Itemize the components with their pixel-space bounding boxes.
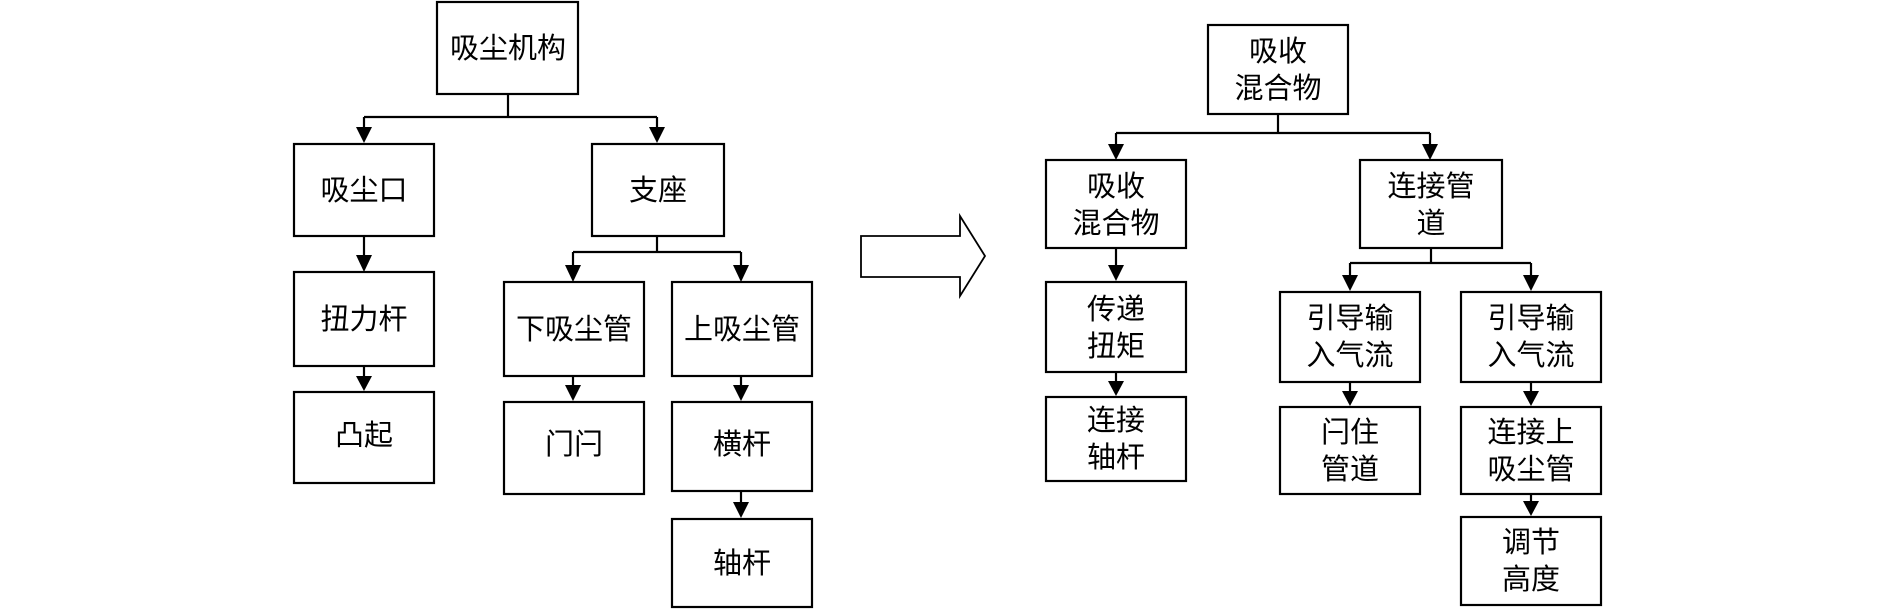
node-torsion-bar: 扭力杆 <box>292 270 436 368</box>
node-label-line2: 混合物 <box>1072 206 1159 240</box>
node-adjust-height: 调节 高度 <box>1459 515 1603 607</box>
node-label-line1: 闩住 <box>1321 415 1379 449</box>
arrowhead <box>733 502 749 518</box>
arrowhead <box>649 127 665 143</box>
node-label: 横杆 <box>713 427 771 461</box>
left-tree-connectors <box>356 94 749 518</box>
node-guide-airflow-1: 引导输 入气流 <box>1278 290 1422 384</box>
node-label-line2: 入气流 <box>1487 338 1574 372</box>
arrowhead <box>356 255 372 272</box>
arrowhead <box>1108 144 1124 160</box>
arrowhead <box>565 385 581 401</box>
node-label: 凸起 <box>335 418 393 452</box>
node-latch: 门闩 <box>502 400 646 496</box>
node-crossbar: 横杆 <box>670 400 814 493</box>
right-tree-nodes: 吸收 混合物 吸收 混合物 传递 扭矩 连接 轴杆 连接管 道 引导输 入气流 <box>1044 23 1603 607</box>
node-support: 支座 <box>590 142 726 238</box>
arrowhead <box>1108 381 1124 396</box>
arrowhead <box>1523 501 1539 516</box>
node-latch-pipe: 闩住 管道 <box>1278 405 1422 496</box>
arrowhead <box>1523 275 1539 291</box>
node-label: 轴杆 <box>713 546 771 580</box>
node-label-line1: 连接上 <box>1487 415 1574 449</box>
arrowhead <box>733 385 749 401</box>
node-upper-pipe: 上吸尘管 <box>670 280 814 378</box>
node-label-line2: 道 <box>1416 206 1445 240</box>
node-connect-upper-pipe: 连接上 吸尘管 <box>1459 405 1603 496</box>
transition-arrow-icon <box>860 212 987 300</box>
node-label-line1: 连接管 <box>1387 169 1474 203</box>
node-label-line1: 调节 <box>1502 525 1560 559</box>
node-protrusion: 凸起 <box>292 390 436 485</box>
node-label: 上吸尘管 <box>684 312 800 346</box>
arrowhead <box>1342 391 1358 406</box>
node-connect-shaft: 连接 轴杆 <box>1044 395 1188 483</box>
node-guide-airflow-2: 引导输 入气流 <box>1459 290 1603 384</box>
node-label-line1: 引导输 <box>1306 301 1393 335</box>
node-label-line1: 引导输 <box>1487 301 1574 335</box>
arrowhead <box>1108 265 1124 281</box>
node-label-line1: 吸收 <box>1087 169 1145 203</box>
node-label-line2: 轴杆 <box>1087 440 1145 474</box>
arrowhead <box>1342 275 1358 291</box>
node-label-line2: 管道 <box>1321 452 1379 486</box>
node-label: 吸尘口 <box>320 173 407 207</box>
node-transfer-torque: 传递 扭矩 <box>1044 280 1188 374</box>
right-tree-connectors <box>1108 114 1539 516</box>
node-label-line2: 混合物 <box>1234 71 1321 105</box>
node-root: 吸尘机构 <box>435 0 580 96</box>
node-suction-port: 吸尘口 <box>292 142 436 238</box>
node-label-line1: 传递 <box>1087 292 1145 326</box>
arrowhead <box>733 265 749 282</box>
left-tree-nodes: 吸尘机构 吸尘口 扭力杆 凸起 支座 下吸尘管 门闩 上吸尘管 <box>292 0 814 609</box>
node-label-line1: 连接 <box>1087 403 1145 437</box>
node-label: 扭力杆 <box>320 302 407 336</box>
node-absorb-mixture: 吸收 混合物 <box>1044 158 1188 250</box>
node-label-line2: 吸尘管 <box>1487 452 1574 486</box>
node-label: 支座 <box>629 173 687 207</box>
node-connect-pipe: 连接管 道 <box>1358 158 1504 250</box>
arrowhead <box>1523 391 1539 406</box>
node-lower-pipe: 下吸尘管 <box>502 280 646 378</box>
node-label-line2: 高度 <box>1502 562 1560 596</box>
arrowhead <box>356 127 372 143</box>
node-shaft: 轴杆 <box>670 517 814 609</box>
arrowhead <box>565 265 581 282</box>
node-label-line1: 吸收 <box>1249 34 1307 68</box>
node-root-absorb-mixture: 吸收 混合物 <box>1206 23 1350 116</box>
node-label-line2: 入气流 <box>1306 338 1393 372</box>
node-label: 门闩 <box>545 427 603 461</box>
node-label: 吸尘机构 <box>450 31 566 65</box>
node-label: 下吸尘管 <box>516 312 632 346</box>
arrowhead <box>1422 144 1438 160</box>
node-label-line2: 扭矩 <box>1087 329 1145 363</box>
arrowhead <box>356 376 372 391</box>
